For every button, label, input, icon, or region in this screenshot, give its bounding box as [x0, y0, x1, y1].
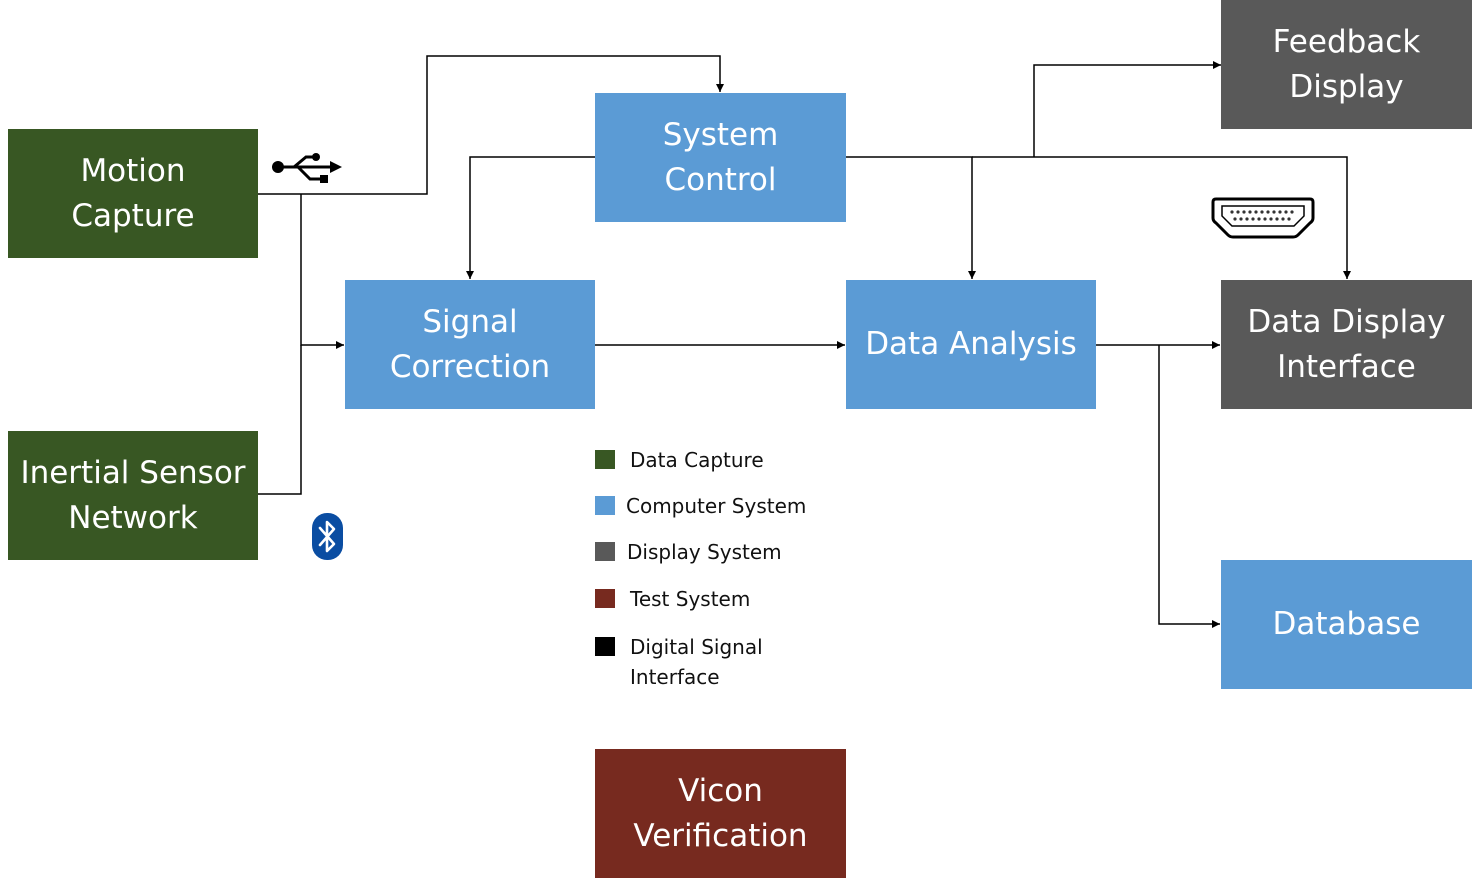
- legend-item-test-system: Test System: [595, 587, 750, 614]
- legend-label: Data Capture: [630, 448, 764, 472]
- node-label: Interface: [1277, 348, 1416, 385]
- data-analysis-block: Data Analysis: [846, 280, 1096, 409]
- legend-swatch: [595, 542, 615, 561]
- usb-icon: [272, 153, 342, 183]
- legend-swatch: [595, 450, 615, 469]
- legend-item-data-capture: Data Capture: [595, 448, 764, 475]
- legend-item-display-system: Display System: [595, 540, 782, 567]
- node-label: Feedback: [1272, 23, 1421, 60]
- motion-capture-to-system-control-connector: [258, 55, 724, 195]
- node-label: Display: [1289, 68, 1404, 105]
- system-control-to-signal-correction-connector: [466, 156, 595, 279]
- node-label: Signal: [422, 303, 518, 340]
- node-label: Inertial Sensor: [20, 454, 246, 491]
- system-control-to-data-analysis-connector: [846, 156, 976, 279]
- node-label: Motion: [80, 152, 186, 189]
- hdmi-port-icon: [1211, 197, 1315, 239]
- inertial-sensor-to-signal-correction-connector: [258, 345, 302, 495]
- data-analysis-to-database-connector: [1158, 345, 1220, 628]
- node-label: Verification: [633, 817, 808, 854]
- legend-label: Test System: [630, 587, 751, 611]
- node-label: Correction: [389, 348, 551, 385]
- motion-capture-to-signal-correction-connector: [300, 194, 344, 349]
- bluetooth-icon: [312, 513, 343, 560]
- legend-item-computer-system: Computer System: [595, 494, 806, 521]
- node-label: Vicon: [678, 772, 763, 809]
- legend-swatch: [595, 637, 615, 656]
- legend-label: Interface: [630, 665, 720, 689]
- legend-swatch: [595, 496, 615, 515]
- node-label: Database: [1272, 606, 1421, 642]
- node-label: Network: [68, 499, 198, 536]
- legend-label: Digital Signal: [630, 635, 763, 659]
- legend-swatch: [595, 589, 615, 608]
- database-block: Database: [1221, 560, 1472, 689]
- node-label: Control: [664, 161, 777, 198]
- system-control-to-data-display-connector: [972, 156, 1351, 279]
- node-label: System: [662, 116, 779, 153]
- node-label: Data Display: [1247, 303, 1446, 340]
- node-label: Capture: [71, 197, 195, 234]
- legend-label: Display System: [627, 540, 782, 564]
- system-control-to-feedback-display-connector: [1033, 61, 1221, 157]
- node-label: Data Analysis: [865, 326, 1077, 362]
- legend-label: Computer System: [626, 494, 807, 518]
